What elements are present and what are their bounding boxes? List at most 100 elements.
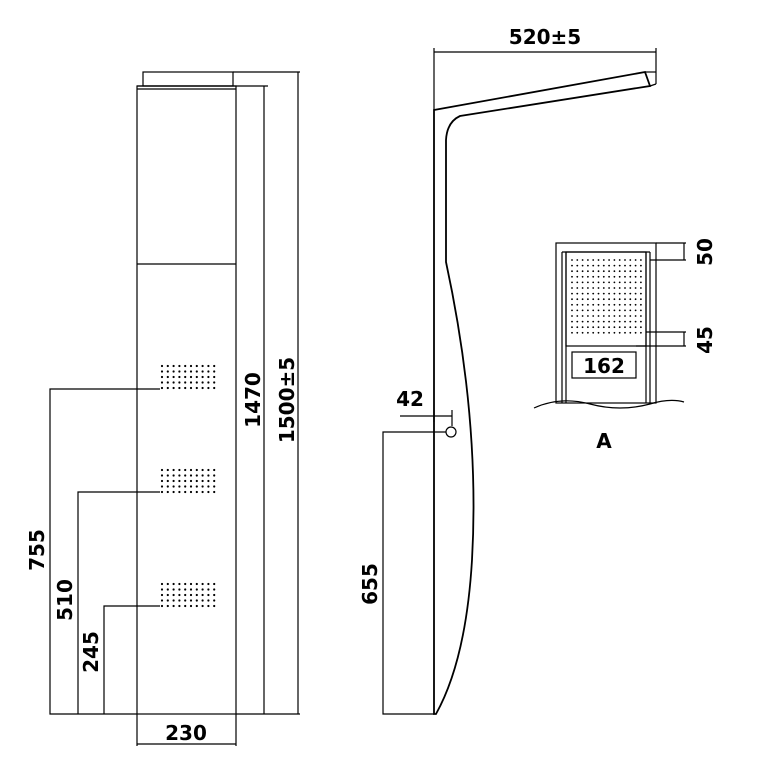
nozzle-dot (213, 474, 216, 477)
nozzle-dot (597, 270, 600, 273)
nozzle-dot (640, 270, 642, 273)
nozzle-dot (608, 287, 610, 289)
nozzle-dot (640, 287, 642, 289)
nozzle-dot (571, 298, 573, 301)
nozzle-dot (207, 364, 210, 368)
nozzle-dot (613, 320, 616, 323)
nozzle-dot (618, 315, 621, 317)
nozzle-dot (571, 303, 573, 306)
nozzle-dot (613, 298, 616, 301)
nozzle-dot (195, 381, 198, 384)
nozzle-dot (195, 375, 198, 379)
nozzle-dot (213, 593, 216, 597)
nozzle-dot (207, 370, 210, 373)
nozzle-dot (634, 298, 637, 301)
nozzle-dot (581, 315, 584, 317)
dim-projection: 520±5 (509, 25, 581, 49)
nozzle-dot (587, 303, 589, 306)
nozzle-dot (195, 582, 198, 586)
nozzle-dot (640, 326, 642, 329)
nozzle-dot (189, 604, 193, 608)
nozzle-dot (166, 474, 169, 477)
nozzle-dot (608, 309, 610, 312)
detail-nozzle-field (565, 251, 647, 347)
nozzle-dot (201, 485, 204, 488)
detail-label: A (596, 429, 612, 453)
nozzle-dot (640, 309, 642, 312)
nozzle-dot (597, 275, 600, 278)
nozzle-dot (634, 292, 637, 295)
nozzle-dot (608, 303, 610, 306)
top-cap (142, 71, 234, 87)
nozzle-dot (602, 287, 605, 289)
nozzle-dot (213, 588, 216, 591)
detail-break-line (533, 399, 685, 409)
nozzle-dot (178, 599, 181, 602)
nozzle-dot (618, 331, 621, 334)
nozzle-dot (618, 264, 621, 267)
nozzle-dot (172, 479, 175, 483)
nozzle-group-top (160, 364, 216, 390)
nozzle-dot (618, 309, 621, 312)
nozzle-dot (629, 292, 632, 295)
nozzle-dot (201, 468, 204, 472)
nozzle-dot (184, 490, 187, 494)
nozzle-dot (602, 281, 605, 284)
nozzle-dot (634, 309, 637, 312)
nozzle-dot (618, 303, 621, 306)
nozzle-dot (602, 309, 605, 312)
nozzle-dot (592, 287, 595, 289)
nozzle-dot (178, 588, 181, 591)
nozzle-dot (629, 281, 632, 284)
dim-detail-width: 162 (583, 354, 625, 378)
nozzle-dot (201, 588, 204, 591)
nozzle-dot (571, 259, 573, 261)
nozzle-dot (634, 320, 637, 323)
nozzle-dot (602, 264, 605, 267)
nozzle-dot (195, 485, 198, 488)
nozzle-dot (597, 264, 600, 267)
nozzle-dot (629, 264, 632, 267)
nozzle-dot (597, 309, 600, 312)
nozzle-dot (629, 259, 632, 261)
nozzle-dot (624, 331, 626, 334)
nozzle-dot (571, 315, 573, 317)
nozzle-dot (189, 599, 193, 602)
nozzle-dot (597, 259, 600, 261)
nozzle-dot (613, 275, 616, 278)
nozzle-dot (640, 315, 642, 317)
nozzle-dot (166, 599, 169, 602)
dim-nozzle-top: 755 (25, 529, 49, 571)
nozzle-dot (602, 292, 605, 295)
nozzle-dot (184, 479, 187, 483)
nozzle-dot (634, 281, 637, 284)
nozzle-dot (587, 275, 589, 278)
nozzle-dot (178, 381, 181, 384)
nozzle-dot (640, 303, 642, 306)
nozzle-dot (201, 479, 204, 483)
nozzle-dot (629, 320, 632, 323)
nozzle-dot (640, 281, 642, 284)
nozzle-dot (613, 259, 616, 261)
nozzle-dot (189, 364, 193, 368)
nozzle-dot (571, 281, 573, 284)
nozzle-dot (581, 303, 584, 306)
nozzle-dot (213, 370, 216, 373)
nozzle-dot (184, 474, 187, 477)
nozzle-dot (178, 604, 181, 608)
nozzle-dot (576, 275, 579, 278)
nozzle-dot (207, 381, 210, 384)
nozzle-dot (581, 292, 584, 295)
nozzle-dot (629, 326, 632, 329)
nozzle-dot (597, 292, 600, 295)
nozzle-dot (195, 479, 198, 483)
nozzle-dot (195, 593, 198, 597)
nozzle-dot (581, 320, 584, 323)
nozzle-dot (618, 275, 621, 278)
detail-a: 162 50 45 A (533, 238, 717, 453)
nozzle-dot (184, 593, 187, 597)
nozzle-dot (624, 320, 626, 323)
nozzle-dot (624, 264, 626, 267)
nozzle-dot (634, 315, 637, 317)
nozzle-dot (587, 315, 589, 317)
